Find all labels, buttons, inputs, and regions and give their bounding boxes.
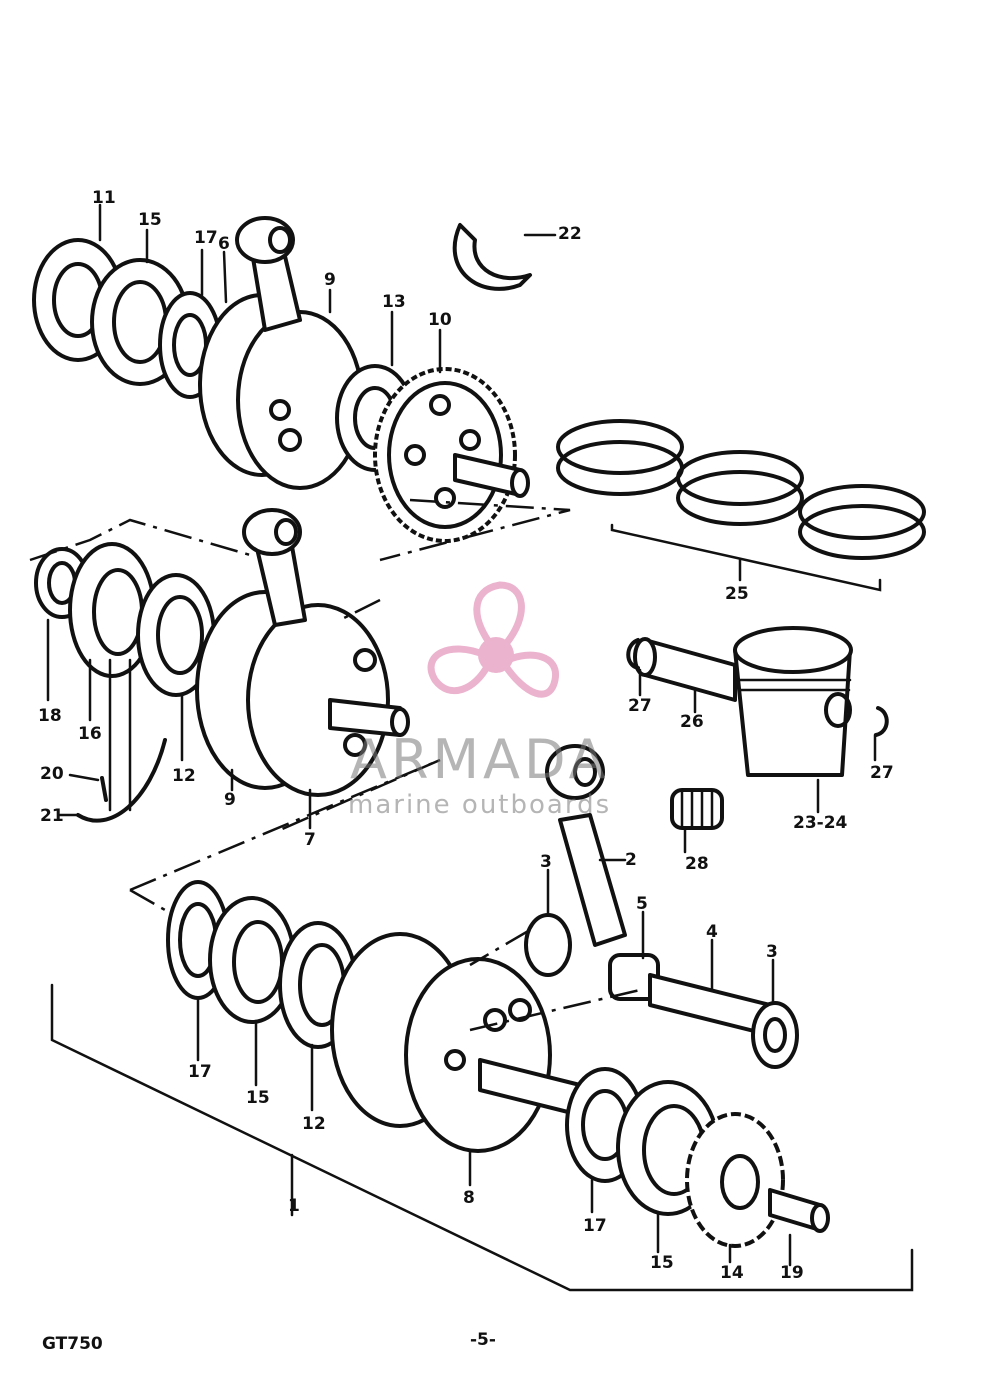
washer-3-right (751, 1001, 799, 1069)
callout-2: 2 (625, 850, 637, 870)
piston-assembly (626, 626, 889, 830)
callout-15-bottom-left: 15 (246, 1088, 270, 1108)
bracket-mid-bottom (129, 758, 441, 892)
callout-8: 8 (463, 1188, 475, 1208)
bracket-top (379, 498, 571, 562)
callout-6: 6 (218, 234, 230, 254)
callout-4: 4 (706, 922, 718, 942)
watermark-tagline: marine outboards (348, 790, 612, 820)
callout-15: 15 (138, 210, 162, 230)
callout-26: 26 (680, 712, 704, 732)
callout-28: 28 (685, 854, 709, 874)
callout-10: 10 (428, 310, 452, 330)
page-number: -5- (470, 1330, 496, 1350)
callout-3-right: 3 (766, 942, 778, 962)
watermark-name: ARMADA (350, 728, 610, 791)
clip-21 (76, 738, 167, 823)
callout-5: 5 (636, 894, 648, 914)
callout-19: 19 (780, 1263, 804, 1283)
callout-9-mid: 9 (224, 790, 236, 810)
bracket-assembly-1 (50, 983, 914, 1292)
needle-bearing-28 (670, 788, 724, 830)
crank-wheel-7 (246, 603, 390, 797)
callout-21: 21 (40, 806, 64, 826)
callout-17-bottom-right: 17 (583, 1216, 607, 1236)
callout-3-left: 3 (540, 852, 552, 872)
washer-3-left (524, 913, 572, 977)
middle-crank-assembly (34, 508, 410, 823)
callout-11: 11 (92, 188, 116, 208)
thrust-washer-22 (452, 223, 532, 291)
top-crank-assembly (32, 216, 530, 543)
circlip-27-right (874, 706, 889, 737)
propeller-icon (427, 581, 559, 698)
callout-14: 14 (720, 1263, 744, 1283)
callout-7: 7 (304, 830, 316, 850)
callout-18: 18 (38, 706, 62, 726)
gear-14 (685, 1112, 785, 1248)
callout-23-24: 23-24 (793, 813, 848, 833)
crank-wheel-8 (404, 957, 552, 1153)
callout-16: 16 (78, 724, 102, 744)
callout-12-bottom: 12 (302, 1114, 326, 1134)
callout-13: 13 (382, 292, 406, 312)
callout-17: 17 (194, 228, 218, 248)
piston-pin-26 (643, 638, 737, 702)
callout-22: 22 (558, 224, 582, 244)
callout-17-bottom-left: 17 (188, 1062, 212, 1082)
callout-1: 1 (288, 1196, 300, 1216)
leader-lines (46, 203, 877, 1267)
conrod-2 (558, 813, 627, 947)
callout-15-bottom-right: 15 (650, 1253, 674, 1273)
callout-25: 25 (725, 584, 749, 604)
bracket-mid-top (29, 518, 251, 562)
gear-10 (373, 367, 517, 543)
callout-27-right: 27 (870, 763, 894, 783)
model-label: GT750 (42, 1334, 103, 1354)
callout-12: 12 (172, 766, 196, 786)
callout-27-left: 27 (628, 696, 652, 716)
bottom-crank-assembly (166, 744, 830, 1248)
piston-rings-25 (556, 419, 926, 592)
callout-20: 20 (40, 764, 64, 784)
callout-9: 9 (324, 270, 336, 290)
pin-20 (100, 776, 108, 802)
circlip-27-left (626, 638, 640, 670)
